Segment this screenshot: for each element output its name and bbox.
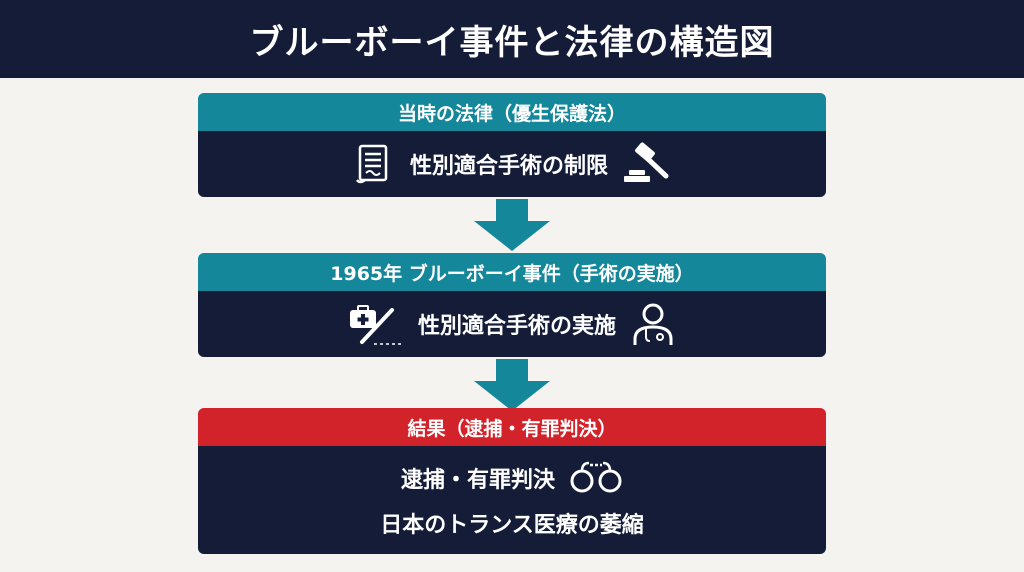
step-incident-box: 1965年 ブルーボーイ事件（手術の実施） 性別適合手術の実施 — [198, 253, 826, 357]
step-law-header: 当時の法律（優生保護法） — [198, 93, 826, 131]
medical-kit-scalpel-icon — [348, 302, 404, 346]
handcuffs-icon — [569, 461, 623, 495]
gavel-icon — [622, 142, 672, 186]
step-law-box: 当時の法律（優生保護法） 性別適合手術の制限 — [198, 93, 826, 197]
doctor-icon — [630, 301, 676, 347]
step-incident-line-1: 性別適合手術の実施 — [417, 314, 616, 339]
step-law-body: 性別適合手術の制限 — [198, 131, 826, 197]
title-bar: ブルーボーイ事件と法律の構造図 — [0, 0, 1024, 78]
flow-arrow-2 — [474, 359, 550, 411]
scroll-document-icon — [352, 142, 396, 186]
step-incident-header: 1965年 ブルーボーイ事件（手術の実施） — [198, 253, 826, 291]
step-result-line-1: 逮捕・有罪判決 — [400, 468, 555, 493]
step-law-line-1: 性別適合手術の制限 — [409, 154, 608, 179]
step-result-line-2: 日本のトランス医療の萎縮 — [380, 513, 644, 538]
step-result-box: 結果（逮捕・有罪判決） 逮捕・有罪判決 日本のトランス医療の萎縮 — [198, 408, 826, 554]
flow-arrow-1 — [474, 199, 550, 251]
step-result-header: 結果（逮捕・有罪判決） — [198, 408, 826, 446]
step-result-body: 逮捕・有罪判決 日本のトランス医療の萎縮 — [198, 446, 826, 554]
step-incident-body: 性別適合手術の実施 — [198, 291, 826, 357]
diagram-title: ブルーボーイ事件と法律の構造図 — [249, 22, 775, 63]
